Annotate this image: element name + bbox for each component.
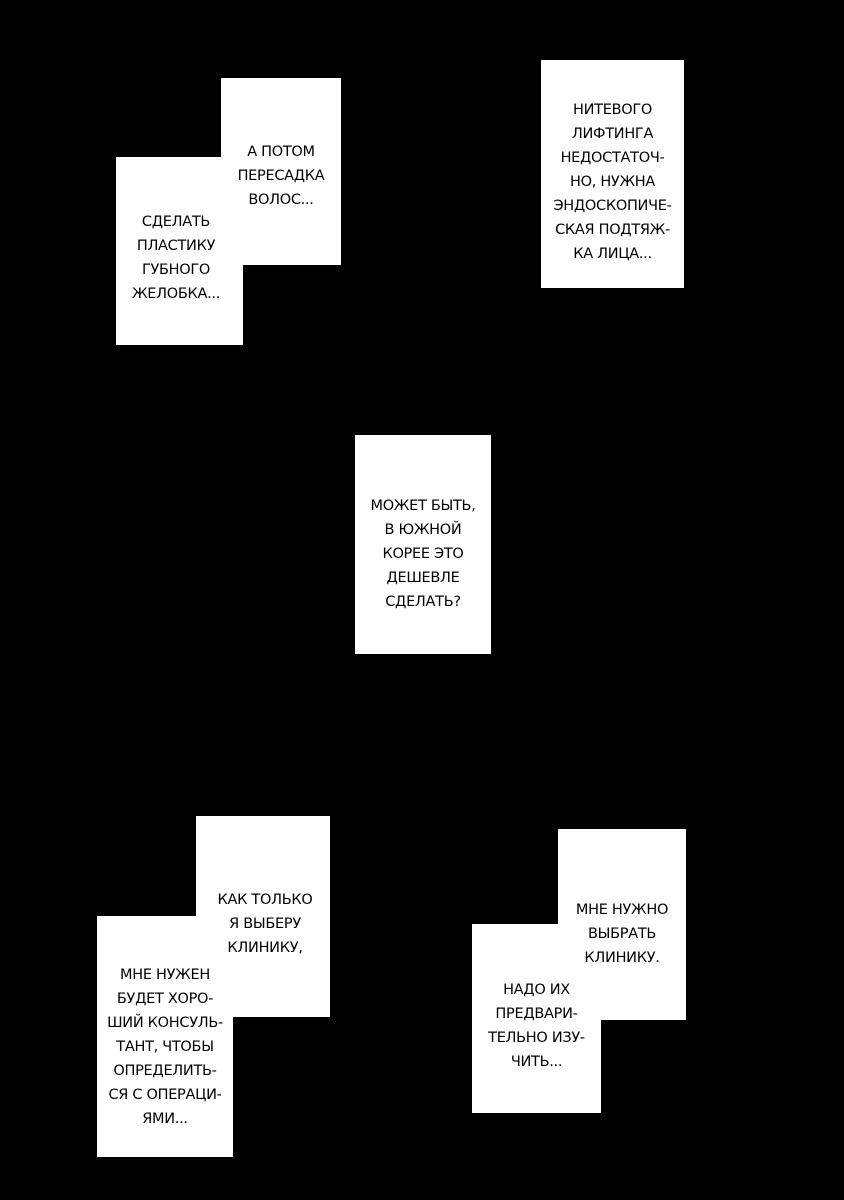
caption-text-a: А ПОТОМ ПЕРЕСАДКА ВОЛОС... <box>237 144 325 208</box>
caption-box-c <box>541 60 684 288</box>
caption-text-f: МНЕ НУЖЕН БУДЕТ ХОРО- ШИЙ КОНСУЛЬ- ТАНТ,… <box>107 967 223 1127</box>
caption-box-f <box>97 916 233 1157</box>
caption-text-e: КАК ТОЛЬКО Я ВЫБЕРУ КЛИНИКУ, <box>217 892 313 956</box>
caption-text-h: НАДО ИХ ПРЕДВАРИ- ТЕЛЬНО ИЗУ- ЧИТЬ... <box>488 982 585 1070</box>
caption-text-d: МОЖЕТ БЫТЬ, В ЮЖНОЙ КОРЕЕ ЭТО ДЕШЕВЛЕ СД… <box>370 498 476 610</box>
caption-box-h <box>472 924 601 1113</box>
caption-text-c: НИТЕВОГО ЛИФТИНГА НЕДОСТАТОЧ- НО, НУЖНА … <box>553 102 672 262</box>
caption-text-g: МНЕ НУЖНО ВЫБРАТЬ КЛИНИКУ. <box>575 902 669 966</box>
caption-box-d <box>355 435 491 654</box>
caption-text-b: СДЕЛАТЬ ПЛАСТИКУ ГУБНОГО ЖЕЛОБКА... <box>131 214 221 302</box>
caption-box-b <box>116 157 243 345</box>
